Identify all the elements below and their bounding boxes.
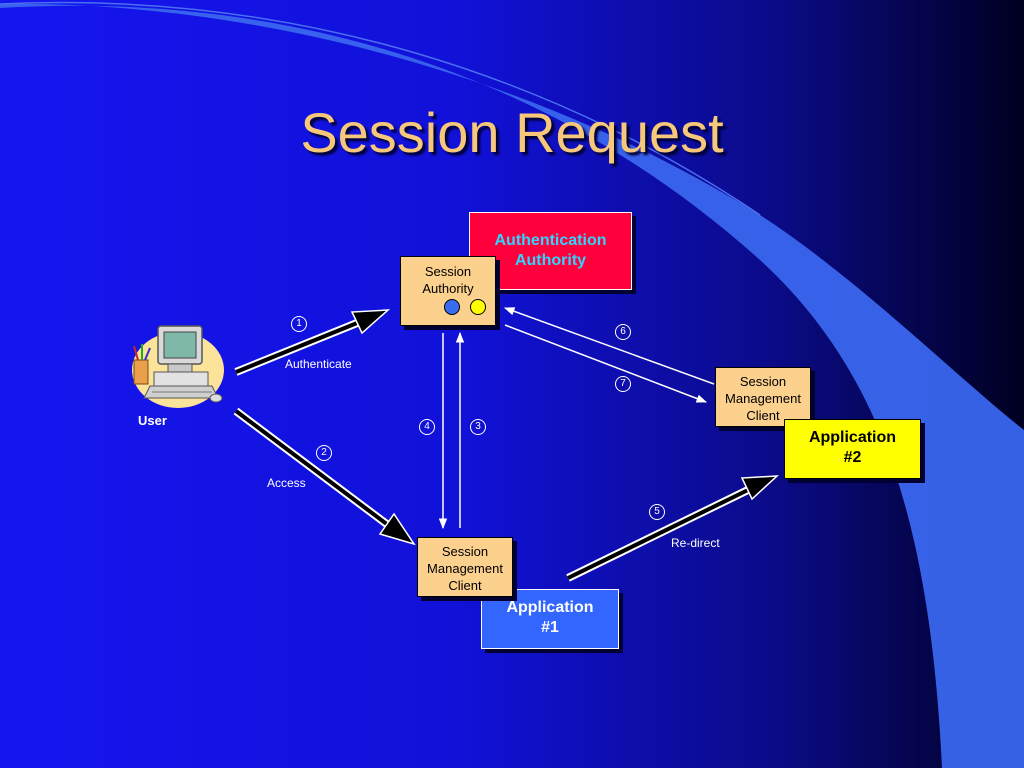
smc-app2-line2: Management [725,391,801,406]
authenticate-arrow [234,309,391,376]
application-1-line1: Application [506,599,594,616]
step-2-marker: 2 [316,445,332,461]
session-management-client-app1-box: Session Management Client [417,537,513,597]
application-2-line1: Application [808,429,897,446]
step-1-marker: 1 [291,316,307,332]
application-1-line2: #1 [541,619,559,636]
step-3-marker: 3 [470,419,486,435]
session-authority-line1: Session [424,264,472,279]
access-label: Access [267,476,306,490]
auth-authority-line2: Authority [514,252,587,269]
authentication-authority-box: Authentication Authority [469,212,632,290]
auth-authority-line1: Authentication [494,232,607,249]
yellow-token-icon [470,299,486,315]
smc-app1-line2: Management [427,561,503,576]
step-6-arrow [504,307,715,385]
redirect-arrow [566,475,780,582]
step-5-marker: 5 [649,504,665,520]
smc-app1-line3: Client [448,578,482,593]
access-arrow [233,407,416,546]
smc-app1-line1: Session [441,544,489,559]
session-authority-box: Session Authority [400,256,496,326]
application-2-line2: #2 [843,449,862,466]
step-4-marker: 4 [419,419,435,435]
step-6-marker: 6 [615,324,631,340]
slide-title: Session Request [300,101,724,164]
smc-app2-line1: Session [739,374,787,389]
authenticate-label: Authenticate [285,357,352,371]
application-1-box: Application #1 [481,589,619,649]
blue-token-icon [444,299,460,315]
user-label: User [138,413,167,428]
session-authority-line2: Authority [422,281,474,296]
step-7-arrow [504,324,707,403]
application-2-box: Application #2 [784,419,921,479]
smc-app2-line3: Client [746,408,780,423]
redirect-label: Re-direct [671,536,720,550]
computer-icon [132,325,224,408]
step-7-marker: 7 [615,376,631,392]
session-management-client-app2-box: Session Management Client [715,367,811,427]
